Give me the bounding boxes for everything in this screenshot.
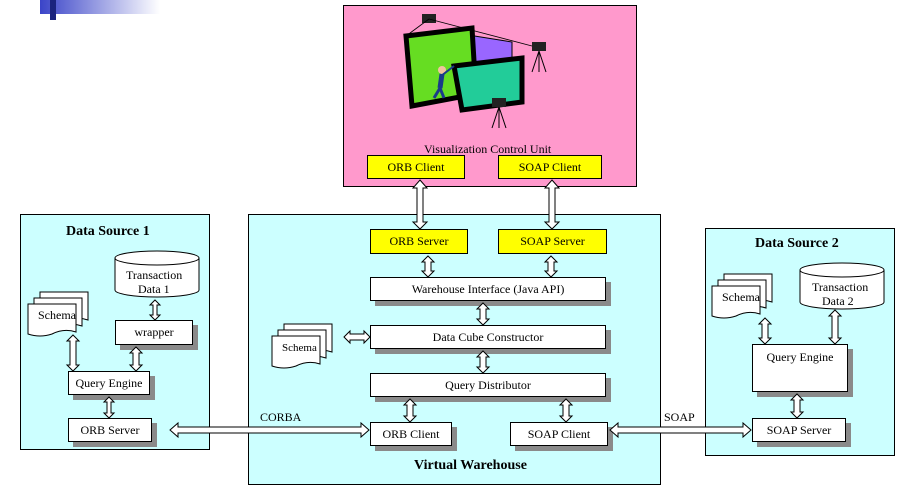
source1-schema-label: Schema: [38, 308, 76, 322]
source2-schema-label: Schema: [722, 290, 760, 304]
visualization-title: Visualization Control Unit: [424, 142, 552, 156]
source2-schema-icon: [711, 273, 773, 319]
data-cube-constructor[interactable]: Data Cube Constructor: [370, 325, 606, 349]
viz-soap-client[interactable]: SOAP Client: [498, 155, 602, 179]
source1-orb-server[interactable]: ORB Server: [68, 418, 152, 442]
data-source-2-title: Data Source 2: [755, 236, 839, 251]
warehouse-orb-server[interactable]: ORB Server: [370, 229, 468, 254]
transaction-data-2-cylinder: [799, 262, 885, 310]
warehouse-schema-icon: [271, 323, 333, 369]
data-source-1-title: Data Source 1: [66, 224, 150, 239]
corner-decoration: [40, 0, 160, 14]
soap-link-label: SOAP: [664, 410, 695, 424]
warehouse-interface[interactable]: Warehouse Interface (Java API): [370, 277, 606, 301]
warehouse-schema-label: Schema: [282, 342, 317, 354]
source2-query-engine[interactable]: Query Engine: [752, 344, 848, 392]
warehouse-soap-client[interactable]: SOAP Client: [510, 422, 608, 446]
wrapper-box[interactable]: wrapper: [115, 320, 193, 345]
corner-bar: [50, 0, 56, 20]
source1-schema-icon: [27, 291, 89, 337]
query-distributor[interactable]: Query Distributor: [370, 373, 606, 397]
source1-query-engine[interactable]: Query Engine: [68, 371, 150, 395]
transaction-1-line2: Data 1: [138, 282, 170, 296]
transaction-2-line1: Transaction: [812, 280, 869, 294]
warehouse-title: Virtual Warehouse: [414, 458, 527, 473]
transaction-data-1-cylinder: [114, 250, 200, 298]
warehouse-soap-server[interactable]: SOAP Server: [498, 229, 607, 254]
source2-soap-server[interactable]: SOAP Server: [752, 418, 846, 442]
visualization-illustration: [403, 14, 547, 129]
viz-orb-client[interactable]: ORB Client: [367, 155, 465, 179]
corba-link-label: CORBA: [260, 410, 302, 424]
transaction-1-line1: Transaction: [126, 268, 183, 282]
transaction-2-line2: Data 2: [822, 294, 854, 308]
warehouse-orb-client[interactable]: ORB Client: [370, 422, 452, 446]
